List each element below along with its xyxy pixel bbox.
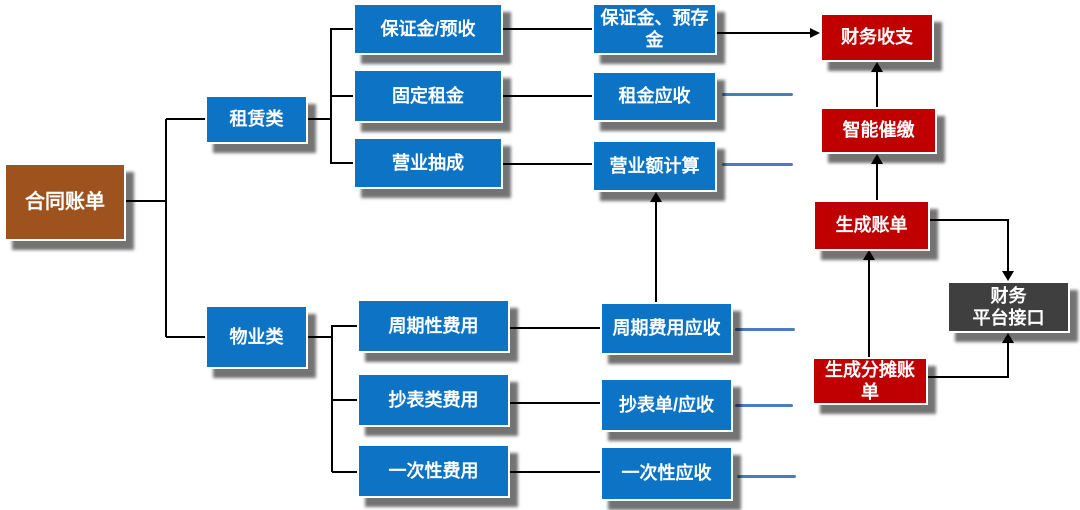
node-label: 一次性费用: [388, 460, 479, 481]
connector-splitbill-to-platform-v: [1007, 343, 1009, 378]
connector-splitbill-to-platform-h: [928, 376, 1009, 378]
node-label: 生成账单: [835, 215, 908, 236]
node-finance-inout: 财务收支: [820, 13, 934, 62]
connector-leasing-trunk-h: [308, 118, 332, 120]
connector-property-to-meter: [332, 399, 357, 401]
node-onetime-fee: 一次性费用: [357, 444, 510, 498]
connector-bill-to-platform-v: [1007, 219, 1009, 271]
connector-leasing-to-fixedrent: [331, 95, 353, 97]
node-deposit-prepay: 保证金/预收: [353, 3, 503, 55]
connector-commission-to-turnover: [503, 163, 592, 165]
blue-connector-meterrecv: [735, 404, 793, 407]
node-generate-bill: 生成账单: [813, 200, 930, 251]
connector-deposit-to-prestore: [503, 28, 592, 30]
arrowhead-splitbill-to-platform: [1002, 333, 1014, 343]
connector-contract-to-leasing: [166, 118, 205, 120]
node-smart-collection: 智能催缴: [820, 107, 937, 154]
node-label: 租赁类: [229, 109, 284, 130]
connector-splitbill-to-bill: [868, 260, 870, 357]
connector-periodic-to-recv: [510, 327, 600, 329]
node-label: 物业类: [229, 326, 284, 347]
node-onetime-receivable: 一次性应收: [600, 446, 733, 501]
arrowhead-collection-to-finance: [871, 62, 883, 72]
node-turnover-calc: 营业额计算: [592, 140, 717, 192]
arrowhead-bill-to-collection: [871, 154, 883, 164]
node-label: 租金应收: [618, 86, 691, 107]
connector-contract-trunk-h: [126, 200, 166, 202]
node-fixed-rent: 固定租金: [353, 69, 503, 123]
connector-periodicrecv-to-turnover: [655, 202, 657, 302]
node-label: 一次性应收: [621, 463, 712, 484]
node-label: 财务 平台接口: [972, 285, 1045, 329]
node-label: 合同账单: [25, 190, 105, 213]
connector-leasing-to-deposit: [331, 28, 353, 30]
node-label: 营业额计算: [609, 155, 700, 176]
connector-fixedrent-to-rentrecv: [503, 95, 592, 97]
node-meter-fee: 抄表类费用: [357, 373, 510, 427]
node-label: 抄表类费用: [388, 389, 479, 410]
node-property-category: 物业类: [205, 305, 308, 369]
node-label: 智能催缴: [842, 120, 915, 141]
blue-connector-rentrecv: [722, 93, 793, 96]
node-leasing-category: 租赁类: [205, 95, 308, 144]
arrowhead-bill-to-platform: [1002, 271, 1014, 281]
node-contract-bill: 合同账单: [4, 163, 126, 241]
connector-property-to-onetime: [332, 471, 357, 473]
node-label: 周期性费用: [388, 315, 479, 336]
node-generate-split-bill: 生成分摊账单: [812, 357, 928, 405]
connector-meter-to-recv: [510, 402, 600, 404]
node-label: 保证金/预收: [380, 18, 476, 39]
node-finance-platform-interface: 财务 平台接口: [947, 281, 1070, 333]
connector-property-to-periodic: [332, 325, 357, 327]
connector-contract-to-property: [166, 336, 205, 338]
blue-connector-onetimerecv: [737, 475, 796, 478]
arrowhead-splitbill-to-bill: [863, 250, 875, 260]
connector-property-trunk-h: [308, 336, 333, 338]
connector-collection-to-finance: [876, 72, 878, 107]
node-label: 抄表单/应收: [618, 394, 714, 415]
connector-leasing-to-commission: [331, 162, 353, 164]
connector-onetime-to-recv: [510, 471, 600, 473]
node-business-commission: 营业抽成: [353, 137, 503, 189]
node-periodic-receivable: 周期费用应收: [600, 302, 733, 355]
connector-bill-to-collection: [876, 164, 878, 200]
blue-connector-periodicrecv: [735, 328, 795, 331]
node-periodic-fee: 周期性费用: [357, 299, 510, 353]
node-label: 保证金、预存金: [600, 7, 709, 51]
node-label: 生成分摊账单: [825, 359, 915, 403]
blue-connector-turnover: [722, 163, 793, 166]
node-rent-receivable: 租金应收: [592, 71, 717, 122]
connector-prestore-to-finance: [717, 32, 811, 34]
node-label: 周期费用应收: [612, 318, 721, 339]
node-deposit-prestore: 保证金、预存金: [592, 3, 717, 55]
node-label: 财务收支: [841, 27, 913, 48]
node-label: 固定租金: [392, 85, 464, 106]
connector-contract-trunk-v: [165, 119, 167, 337]
arrowhead-periodicrecv-to-turnover: [650, 192, 662, 202]
node-label: 营业抽成: [392, 152, 464, 173]
node-meter-receivable: 抄表单/应收: [600, 378, 733, 432]
connector-property-trunk-v: [331, 325, 333, 472]
connector-bill-to-platform-h: [930, 219, 1009, 221]
arrowhead-prestore-to-finance: [810, 28, 820, 38]
